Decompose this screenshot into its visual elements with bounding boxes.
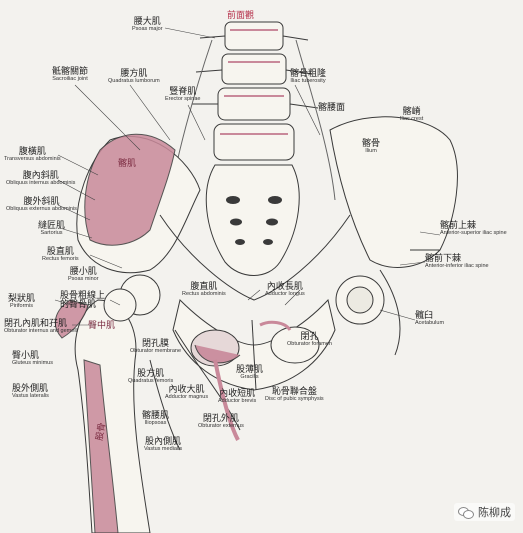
- view-title: 前面觀: [227, 11, 255, 21]
- label-iliac-surface: 髂腰面: [318, 103, 346, 113]
- label-gluteus-medius-line: 股骨粗線上的臀骨肌: [60, 291, 106, 311]
- region-label-iliacus: 髂肌: [118, 159, 137, 169]
- lumbar-spine: [192, 21, 319, 161]
- sacrum: [205, 164, 300, 276]
- wechat-icon: [458, 506, 474, 519]
- iliacus-muscle-region: [84, 133, 176, 246]
- region-label-gluteus: 臀中肌: [88, 321, 116, 331]
- vastus-lateralis-region: [83, 359, 119, 533]
- pubic-rami: [172, 298, 336, 391]
- watermark: 陈柳成: [454, 503, 515, 521]
- watermark-text: 陈柳成: [478, 506, 511, 519]
- right-ilium: [329, 116, 458, 268]
